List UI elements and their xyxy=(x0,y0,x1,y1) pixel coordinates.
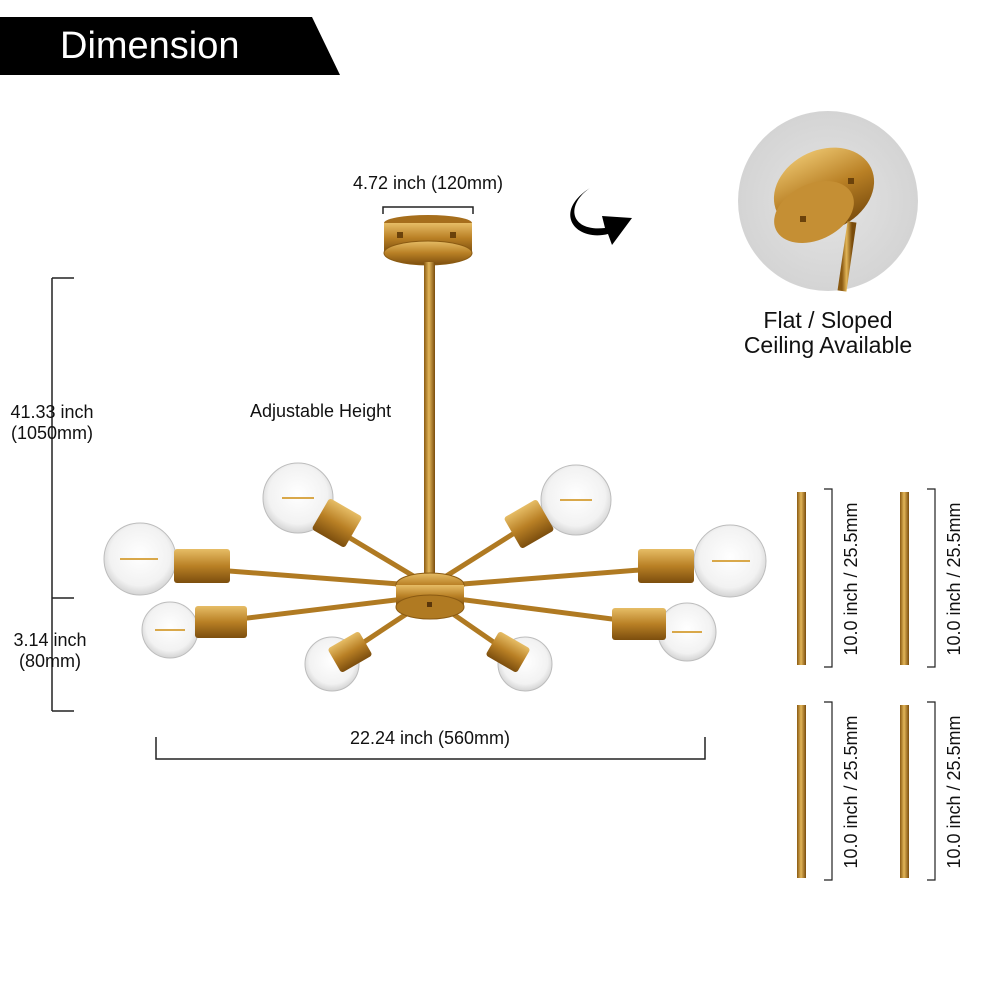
header-banner xyxy=(0,17,340,75)
rod-1-label: 10.0 inch / 25.5mm xyxy=(841,502,861,656)
adjustable-height-label: Adjustable Height xyxy=(250,401,392,421)
ceiling-line-2: Ceiling Available xyxy=(743,332,913,358)
total-height-inch-label: 41.33 inch xyxy=(10,402,94,422)
body-height-inch-label: 3.14 inch xyxy=(13,630,87,650)
ceiling-line-1: Flat / Sloped xyxy=(763,307,893,333)
rod-3-label: 10.0 inch / 25.5mm xyxy=(841,715,861,869)
ceiling-label: Flat / Sloped Ceiling Available xyxy=(718,308,938,358)
span-width-label: 22.24 inch (560mm) xyxy=(349,728,511,748)
canopy-width-label: 4.72 inch (120mm) xyxy=(352,173,504,193)
page-title: Dimension xyxy=(60,25,240,67)
rod-2-label: 10.0 inch / 25.5mm xyxy=(944,502,964,656)
body-height-mm-label: (80mm) xyxy=(19,651,81,671)
total-height-mm-label: (1050mm) xyxy=(10,423,94,443)
rod-4-label: 10.0 inch / 25.5mm xyxy=(944,715,964,869)
